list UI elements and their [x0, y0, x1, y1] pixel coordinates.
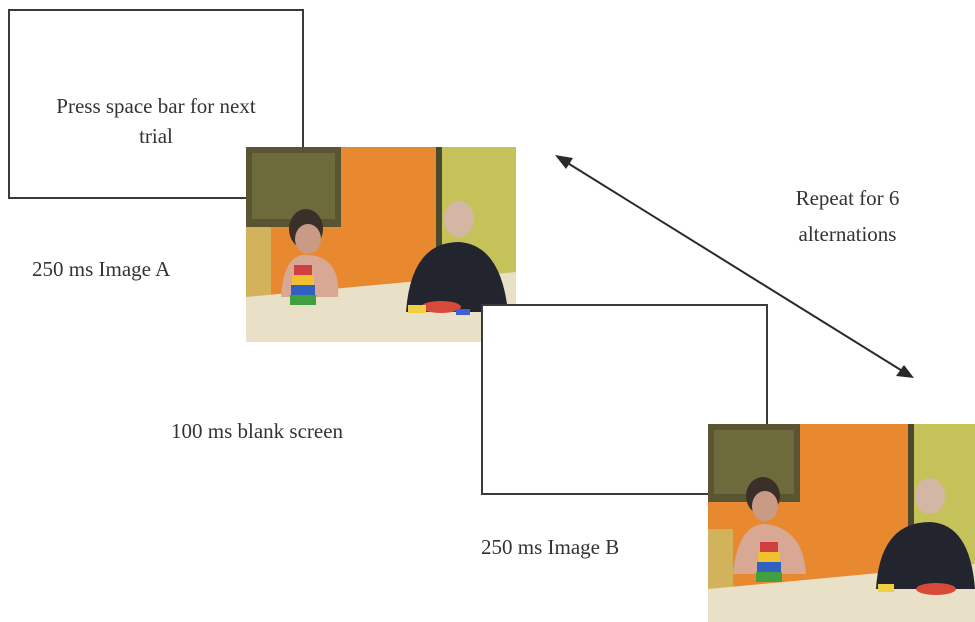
image-a-duration-label: 250 ms Image A [32, 257, 171, 281]
repeat-label: Repeat for 6 alternations [770, 183, 925, 249]
image-b-photo [708, 424, 975, 622]
prompt-line-1: Press space bar for next [56, 94, 256, 118]
image-b-duration-label: 250 ms Image B [481, 535, 620, 559]
repeat-line-1: Repeat for 6 [795, 186, 900, 210]
repeat-line-2: alternations [798, 222, 897, 246]
image-a-photo [246, 147, 516, 342]
prompt-line-2: trial [139, 124, 173, 148]
prompt-screen: Press space bar for next trial [8, 9, 304, 199]
blank-screen-duration-label: 100 ms blank screen [171, 419, 344, 443]
